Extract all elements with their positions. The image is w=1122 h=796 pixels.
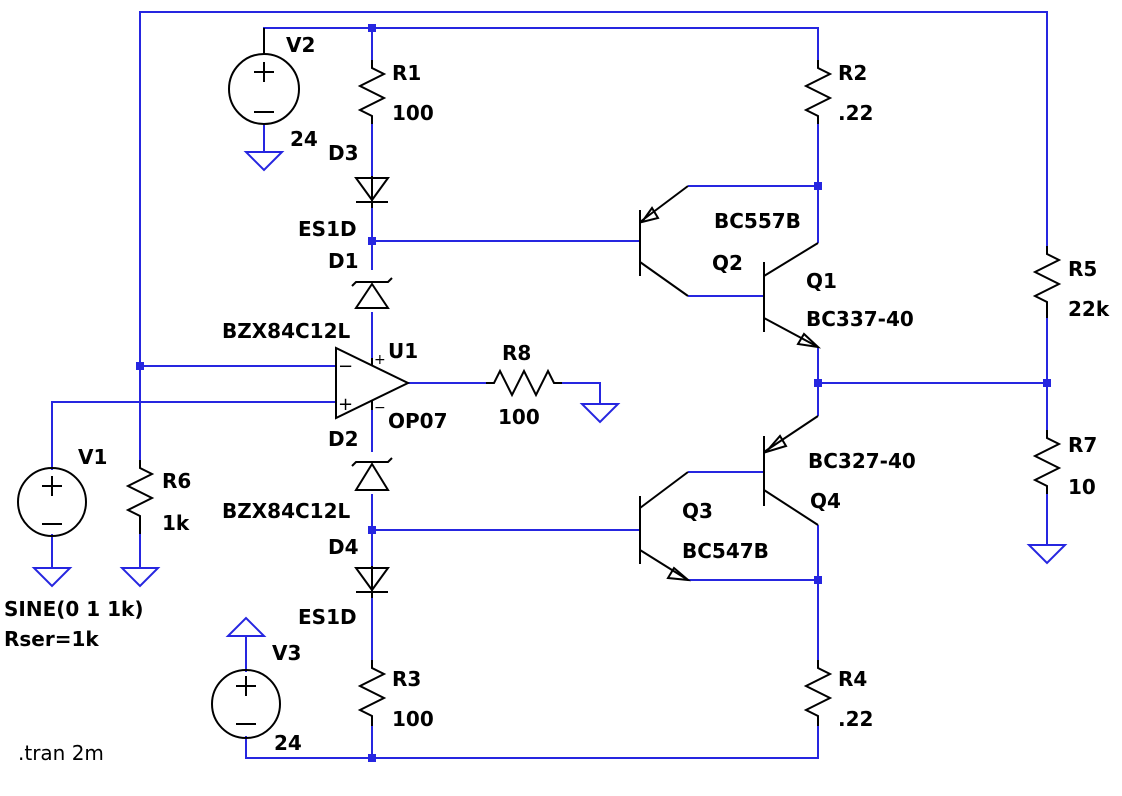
d3-name: D3 <box>328 141 359 165</box>
q2-model: BC557B <box>714 209 801 233</box>
resistor-r4[interactable]: R4 .22 <box>803 660 873 731</box>
opamp-vminus-pin: − <box>374 400 386 416</box>
transistor-q3[interactable]: Q3 BC547B <box>639 471 769 582</box>
diode-d3[interactable]: D3 ES1D <box>298 141 390 241</box>
d4-name: D4 <box>328 535 359 559</box>
ground-symbols <box>31 151 1068 637</box>
r5-value: 22k <box>1068 297 1110 321</box>
junction-dots <box>136 24 1051 762</box>
r4-name: R4 <box>838 667 867 691</box>
source-v3[interactable]: V3 24 <box>211 641 302 755</box>
r1-value: 100 <box>392 101 434 125</box>
zener-d1[interactable]: D1 BZX84C12L <box>222 249 393 343</box>
ground-icon-r6 <box>119 567 161 588</box>
ground-icon-r8 <box>579 403 621 424</box>
resistor-r2[interactable]: R2 .22 <box>803 60 873 125</box>
q2-name: Q2 <box>712 251 743 275</box>
transistor-q1[interactable]: Q1 BC337-40 <box>763 242 914 349</box>
ground-icon-v1 <box>31 567 73 588</box>
d2-name: D2 <box>328 427 359 451</box>
r3-value: 100 <box>392 707 434 731</box>
q1-name: Q1 <box>806 269 837 293</box>
source-v1[interactable]: V1 SINE(0 1 1k) Rser=1k <box>4 445 144 651</box>
source-v2[interactable]: V2 24 <box>228 28 318 151</box>
v1-value-line2: Rser=1k <box>4 627 99 651</box>
resistor-r8[interactable]: R8 100 <box>486 341 562 429</box>
r4-value: .22 <box>838 707 873 731</box>
q3-model: BC547B <box>682 539 769 563</box>
r3-name: R3 <box>392 667 421 691</box>
q3-name: Q3 <box>682 499 713 523</box>
r6-name: R6 <box>162 469 191 493</box>
ground-icon-v2 <box>243 151 285 172</box>
q4-name: Q4 <box>810 489 841 513</box>
opamp-plus-pin: + <box>338 394 353 415</box>
r2-value: .22 <box>838 101 873 125</box>
r7-value: 10 <box>1068 475 1096 499</box>
supply-arrow-icon <box>225 616 267 637</box>
v3-name: V3 <box>272 641 301 665</box>
d1-model: BZX84C12L <box>222 319 351 343</box>
r6-value: 1k <box>162 511 190 535</box>
zener-d2[interactable]: D2 BZX84C12L <box>222 427 393 523</box>
d3-model: ES1D <box>298 217 357 241</box>
spice-directive[interactable]: .tran 2m <box>18 741 104 765</box>
u1-name: U1 <box>388 339 418 363</box>
v1-value-line1: SINE(0 1 1k) <box>4 597 144 621</box>
r7-name: R7 <box>1068 433 1097 457</box>
resistor-r6[interactable]: R6 1k <box>125 460 191 535</box>
diode-d4[interactable]: D4 ES1D <box>298 535 390 629</box>
r8-name: R8 <box>502 341 531 365</box>
r5-name: R5 <box>1068 257 1097 281</box>
v3-value: 24 <box>274 731 302 755</box>
transistor-q4[interactable]: BC327-40 Q4 <box>762 415 916 526</box>
r8-value: 100 <box>498 405 540 429</box>
resistor-r5[interactable]: R5 22k <box>1032 246 1110 321</box>
opamp-vplus-pin: + <box>374 352 386 368</box>
d4-model: ES1D <box>298 605 357 629</box>
v2-value: 24 <box>290 127 318 151</box>
resistor-r7[interactable]: R7 10 <box>1032 430 1097 499</box>
q1-model: BC337-40 <box>806 307 914 331</box>
opamp-minus-pin: − <box>338 356 353 377</box>
resistor-r3[interactable]: R3 100 <box>357 660 434 731</box>
r2-name: R2 <box>838 61 867 85</box>
r1-name: R1 <box>392 61 421 85</box>
resistor-r1[interactable]: R1 100 <box>357 60 434 125</box>
v1-name: V1 <box>78 445 107 469</box>
d1-name: D1 <box>328 249 359 273</box>
q4-model: BC327-40 <box>808 449 916 473</box>
v2-name: V2 <box>286 33 315 57</box>
transistor-q2[interactable]: BC557B Q2 <box>639 185 801 297</box>
ground-icon-r7 <box>1026 544 1068 565</box>
u1-model: OP07 <box>388 409 448 433</box>
opamp-u1[interactable]: − + + − U1 OP07 <box>335 339 448 433</box>
d2-model: BZX84C12L <box>222 499 351 523</box>
wires <box>51 11 1048 759</box>
